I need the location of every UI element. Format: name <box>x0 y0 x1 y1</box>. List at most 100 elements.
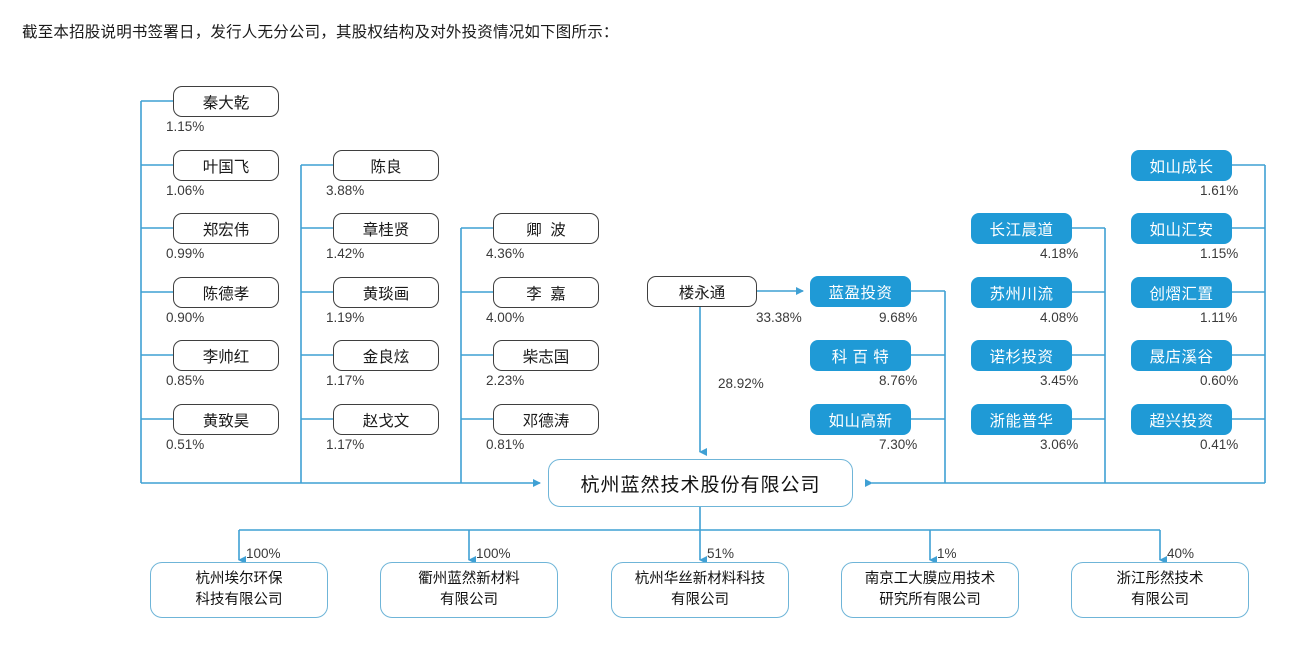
shareholder-pct: 4.36% <box>486 246 525 261</box>
subsidiary-name-line2: 有限公司 <box>440 592 498 608</box>
shareholder-box[interactable]: 章桂贤 <box>333 213 439 244</box>
shareholder-box[interactable]: 卿 波 <box>493 213 599 244</box>
institution-pct: 1.15% <box>1200 246 1239 261</box>
institution-box[interactable]: 晟店溪谷 <box>1131 340 1232 371</box>
institution-pct: 3.06% <box>1040 437 1079 452</box>
shareholder-pct: 4.00% <box>486 310 525 325</box>
subsidiary-box[interactable]: 浙江彤然技术 有限公司 <box>1071 562 1249 618</box>
shareholder-box[interactable]: 金良炫 <box>333 340 439 371</box>
shareholder-name: 郑宏伟 <box>202 221 250 239</box>
institution-name: 长江晨道 <box>989 221 1054 239</box>
institution-pct: 3.45% <box>1040 373 1079 388</box>
institution-box[interactable]: 超兴投资 <box>1131 404 1232 435</box>
issuer-company-box[interactable]: 杭州蓝然技术股份有限公司 <box>548 459 853 507</box>
shareholder-box[interactable]: 赵戈文 <box>333 404 439 435</box>
subsidiary-name-line1: 南京工大膜应用技术 <box>864 570 996 587</box>
institution-box[interactable]: 蓝盈投资 <box>810 276 911 307</box>
subsidiary-name-line2: 有限公司 <box>1131 592 1189 608</box>
subsidiary-name-line2: 科技有限公司 <box>195 592 283 608</box>
shareholder-box[interactable]: 李帅红 <box>173 340 279 371</box>
shareholder-name: 柴志国 <box>522 348 570 366</box>
shareholder-pct: 0.85% <box>166 373 205 388</box>
institution-box[interactable]: 创熠汇置 <box>1131 277 1232 308</box>
institution-name: 科 百 特 <box>831 348 890 366</box>
lou-to-lanying-pct: 33.38% <box>756 310 802 325</box>
institution-name: 诺杉投资 <box>989 348 1054 366</box>
subsidiary-box[interactable]: 杭州埃尔环保 科技有限公司 <box>150 562 328 618</box>
shareholder-name: 邓德涛 <box>522 412 570 430</box>
institution-name: 晟店溪谷 <box>1149 348 1214 366</box>
shareholder-box[interactable]: 黄致昊 <box>173 404 279 435</box>
shareholder-pct: 3.88% <box>326 183 365 198</box>
lou-direct-pct: 28.92% <box>718 376 764 391</box>
subsidiary-pct: 100% <box>246 546 281 561</box>
issuer-company-name: 杭州蓝然技术股份有限公司 <box>580 474 821 496</box>
institution-box[interactable]: 长江晨道 <box>971 213 1072 244</box>
shareholder-box[interactable]: 邓德涛 <box>493 404 599 435</box>
institution-pct: 0.41% <box>1200 437 1239 452</box>
institution-pct: 1.61% <box>1200 183 1239 198</box>
shareholder-name: 李帅红 <box>202 348 250 366</box>
institution-box[interactable]: 浙能普华 <box>971 404 1072 435</box>
shareholder-pct: 1.17% <box>326 437 365 452</box>
shareholder-pct: 0.51% <box>166 437 205 452</box>
shareholder-box[interactable]: 叶国飞 <box>173 150 279 181</box>
shareholder-box[interactable]: 秦大乾 <box>173 86 279 117</box>
shareholder-pct: 1.06% <box>166 183 205 198</box>
institution-box[interactable]: 科 百 特 <box>810 340 911 371</box>
shareholder-name: 李 嘉 <box>526 285 566 303</box>
institution-pct: 8.76% <box>879 373 918 388</box>
shareholder-box[interactable]: 柴志国 <box>493 340 599 371</box>
institution-box[interactable]: 如山成长 <box>1131 150 1232 181</box>
institution-box[interactable]: 如山高新 <box>810 404 911 435</box>
subsidiary-box[interactable]: 南京工大膜应用技术 研究所有限公司 <box>841 562 1019 618</box>
institution-box[interactable]: 如山汇安 <box>1131 213 1232 244</box>
institution-name: 蓝盈投资 <box>828 284 893 302</box>
subsidiary-name-line1: 衢州蓝然新材料 <box>418 570 520 587</box>
subsidiary-box[interactable]: 杭州华丝新材料科技 有限公司 <box>611 562 789 618</box>
institution-pct: 1.11% <box>1200 310 1238 325</box>
shareholder-name: 黄琰画 <box>362 285 410 303</box>
shareholder-pct: 0.90% <box>166 310 205 325</box>
subsidiary-pct: 51% <box>707 546 735 561</box>
shareholder-pct: 0.99% <box>166 246 205 261</box>
shareholder-name: 楼永通 <box>678 284 726 302</box>
shareholder-name: 秦大乾 <box>202 94 250 112</box>
institution-name: 苏州川流 <box>989 285 1054 303</box>
shareholder-name: 章桂贤 <box>362 221 410 239</box>
shareholder-pct: 1.42% <box>326 246 365 261</box>
subsidiary-box[interactable]: 衢州蓝然新材料 有限公司 <box>380 562 558 618</box>
subsidiary-pct: 40% <box>1167 546 1195 561</box>
shareholder-name: 陈德孝 <box>202 285 250 303</box>
shareholder-name: 黄致昊 <box>202 412 250 430</box>
subsidiary-name-line1: 浙江彤然技术 <box>1116 570 1204 587</box>
institution-pct: 4.18% <box>1040 246 1079 261</box>
shareholder-box[interactable]: 李 嘉 <box>493 277 599 308</box>
shareholder-pct: 1.15% <box>166 119 205 134</box>
institution-name: 如山成长 <box>1149 158 1214 176</box>
institution-name: 如山高新 <box>828 412 893 430</box>
shareholder-box[interactable]: 陈德孝 <box>173 277 279 308</box>
shareholder-name: 卿 波 <box>526 221 566 239</box>
shareholder-box[interactable]: 陈良 <box>333 150 439 181</box>
subsidiary-name-line2: 研究所有限公司 <box>879 592 981 608</box>
shareholder-pct: 1.19% <box>326 310 365 325</box>
subsidiary-pct: 100% <box>476 546 511 561</box>
subsidiary-pct: 1% <box>937 546 957 561</box>
institution-box[interactable]: 苏州川流 <box>971 277 1072 308</box>
shareholder-pct: 2.23% <box>486 373 525 388</box>
institution-pct: 4.08% <box>1040 310 1079 325</box>
institution-pct: 0.60% <box>1200 373 1239 388</box>
subsidiary-name-line1: 杭州埃尔环保 <box>195 570 283 587</box>
shareholder-name: 叶国飞 <box>202 158 250 176</box>
institution-box[interactable]: 诺杉投资 <box>971 340 1072 371</box>
shareholder-box[interactable]: 郑宏伟 <box>173 213 279 244</box>
institution-pct: 9.68% <box>879 310 918 325</box>
subsidiary-name-line1: 杭州华丝新材料科技 <box>634 570 766 587</box>
shareholder-box[interactable]: 黄琰画 <box>333 277 439 308</box>
shareholder-box-lou-yongtong[interactable]: 楼永通 <box>647 276 757 307</box>
subsidiary-name-line2: 有限公司 <box>671 592 729 608</box>
institution-name: 如山汇安 <box>1149 221 1214 239</box>
shareholder-pct: 1.17% <box>326 373 365 388</box>
